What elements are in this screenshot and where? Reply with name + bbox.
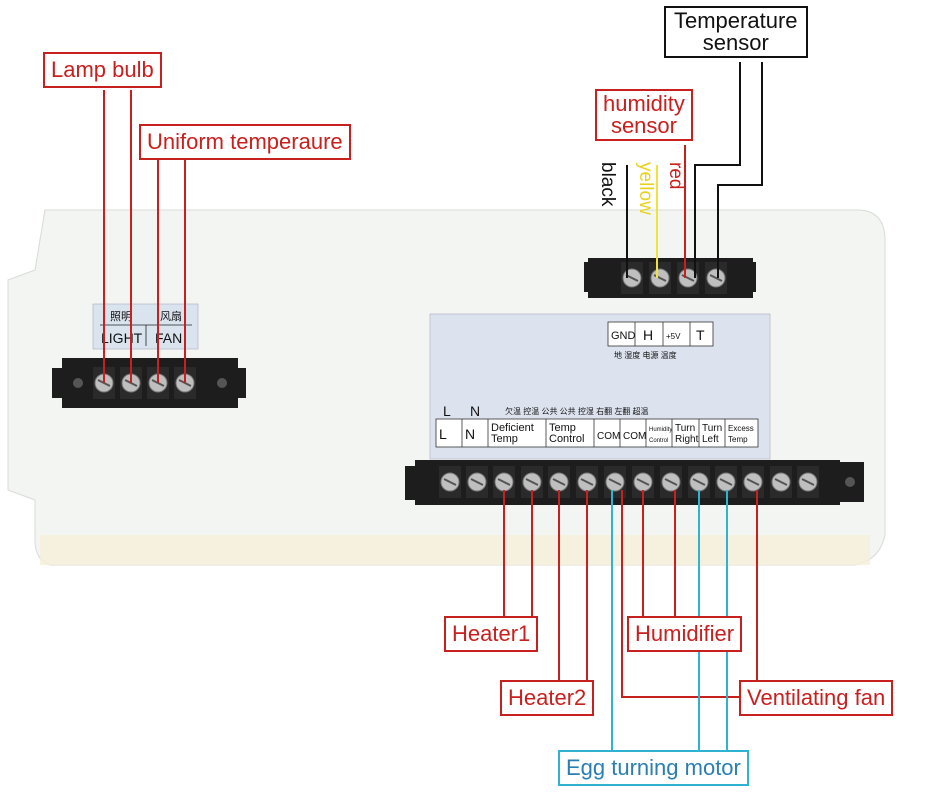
heater1-callout: Heater1	[444, 616, 539, 652]
main-plate-cell-text: Right	[675, 434, 699, 445]
board-lower-edge	[40, 535, 870, 565]
sensor-terminal-screw	[705, 262, 727, 294]
main-terminal-screw	[548, 466, 570, 498]
main-plate-cell-text: N	[465, 426, 475, 442]
sensor-terminal-block	[584, 258, 756, 298]
main-plate-cell-text: Turn	[675, 423, 695, 434]
main-terminal-screw	[521, 466, 543, 498]
temperature-sensor-wire-1	[694, 62, 741, 278]
main-plate-cell-text: Temp	[728, 435, 748, 444]
sensor-terminal-screw	[621, 262, 643, 294]
humidifier-callout: Humidifier	[627, 616, 743, 652]
fan-label: FAN	[155, 330, 182, 346]
main-plate-cell-text: COM	[623, 431, 646, 442]
wires	[103, 62, 763, 752]
main-terminal-screw	[466, 466, 488, 498]
l-top-label: L	[443, 403, 451, 419]
light-cn-label: 照明	[110, 310, 132, 323]
main-terminal-screw	[604, 466, 626, 498]
temperature-sensor-wire-2	[717, 62, 763, 278]
temperature-sensor-callout: Temperature sensor	[664, 6, 808, 58]
main-terminal-screw	[797, 466, 819, 498]
sensor-terminal-screw	[649, 262, 671, 294]
main-terminal-screw	[632, 466, 654, 498]
main-plate-cell-text: Temp	[491, 433, 518, 445]
main-plate-cell-text: Control	[549, 433, 584, 445]
main-terminal-screw	[439, 466, 461, 498]
t-label: T	[696, 327, 705, 343]
main-plate-cell-text: COM	[597, 431, 620, 442]
main-plate-cell-text: L	[439, 426, 447, 442]
egg-turning-motor-callout: Egg turning motor	[558, 750, 749, 786]
humidity-sensor-callout: humidity sensor	[595, 89, 693, 141]
light-label: LIGHT	[101, 330, 143, 346]
main-plate-cell-text: Temp	[549, 422, 576, 434]
temperature-sensor-line2: sensor	[702, 30, 769, 55]
left-terminal-block	[52, 358, 246, 408]
ventilating-fan-callout: Ventilating fan	[739, 680, 894, 716]
yellow-wire-label: yellow	[635, 162, 656, 215]
left-label-plate: 照明 风扇 LIGHT FAN	[92, 303, 199, 350]
main-terminal-screw	[493, 466, 515, 498]
main-plate-cell-text: Deficient	[491, 422, 534, 434]
main-plate-cell-text: Left	[702, 434, 719, 445]
main-terminal-screw	[742, 466, 764, 498]
sensor-cn-row: 地 湿度 电源 温度	[614, 350, 677, 360]
main-plate-cell-text: Humidity	[649, 427, 672, 433]
main-cn-row: 欠温 控温 公共 公共 控湿 右翻 左翻 超温	[505, 406, 649, 416]
n-top-label: N	[470, 403, 480, 419]
main-terminal-screw	[576, 466, 598, 498]
sensor-terminal-screw	[677, 262, 699, 294]
gnd-label: GND	[611, 330, 636, 342]
humidity-sensor-line2: sensor	[610, 113, 677, 138]
main-plate-cell-text: Turn	[702, 423, 722, 434]
v5-label: +5V	[666, 332, 681, 341]
red-wire-label: red	[665, 162, 686, 190]
main-terminal-screw	[715, 466, 737, 498]
temperature-sensor-line1: Temperature	[674, 8, 798, 33]
heater2-callout: Heater2	[500, 680, 595, 716]
uniform-temperature-callout: Uniform temperaure	[139, 124, 351, 160]
humidity-sensor-line1: humidity	[603, 91, 685, 116]
main-plate-cell-text: Control	[649, 438, 668, 444]
h-label: H	[643, 327, 653, 343]
main-terminal-screw	[770, 466, 792, 498]
fan-cn-label: 风扇	[160, 309, 182, 323]
main-terminal-screw	[660, 466, 682, 498]
main-label-plate: GND H +5V T 地 湿度 电源 温度 欠温 控温 公共 公共 控湿 右翻…	[429, 313, 771, 460]
main-terminal-block	[405, 460, 864, 505]
main-terminal-screw	[688, 466, 710, 498]
main-plate-cell-text: Excess	[728, 424, 754, 433]
lamp-bulb-callout: Lamp bulb	[43, 52, 162, 88]
black-wire-label: black	[597, 162, 618, 207]
